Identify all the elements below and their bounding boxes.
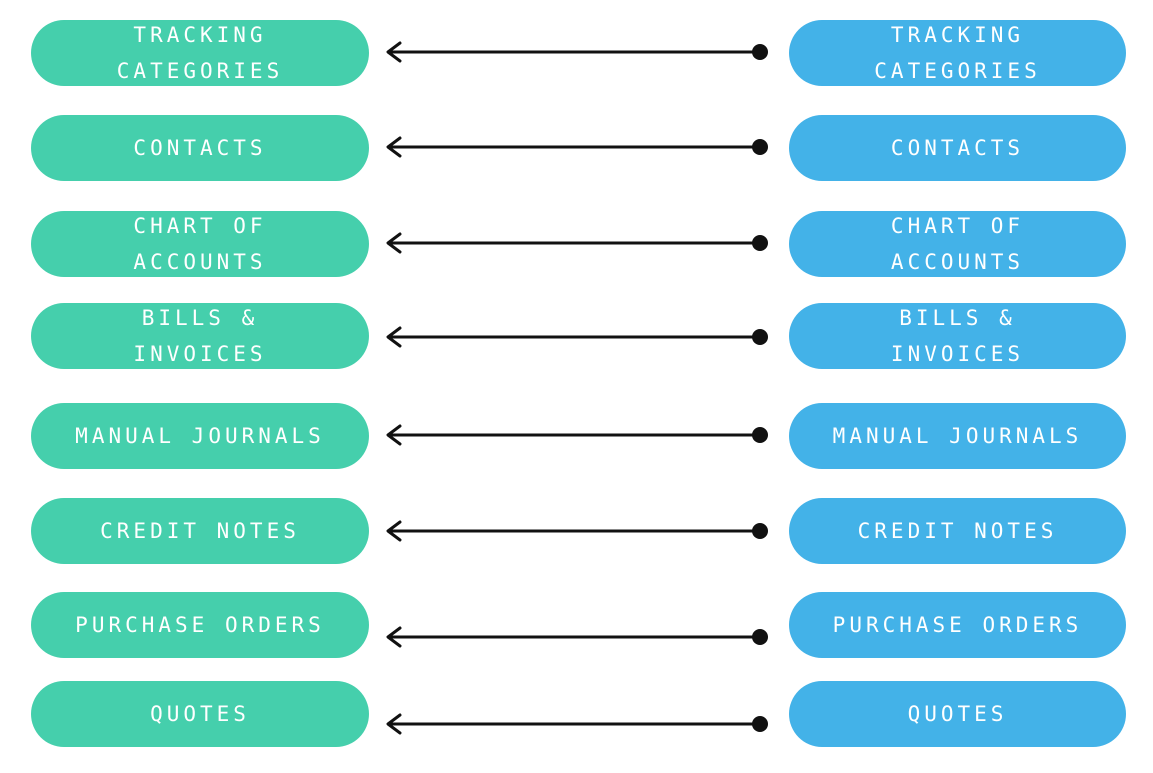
left-pill-chart-of-accounts: CHART OF ACCOUNTS — [31, 211, 369, 277]
arrow-line — [386, 326, 768, 348]
connector-arrow-chart-of-accounts — [384, 232, 770, 254]
connector-arrow-contacts — [384, 136, 770, 158]
arrow-line — [386, 41, 768, 63]
right-pill-purchase-orders: PURCHASE ORDERS — [789, 592, 1126, 658]
left-pill-manual-journals: MANUAL JOURNALS — [31, 403, 369, 469]
left-pill-tracking-categories: TRACKING CATEGORIES — [31, 20, 369, 86]
left-pill-purchase-orders: PURCHASE ORDERS — [31, 592, 369, 658]
connector-arrow-purchase-orders — [384, 626, 770, 648]
right-pill-bills-invoices: BILLS & INVOICES — [789, 303, 1126, 369]
connector-arrow-quotes — [384, 713, 770, 735]
right-pill-contacts: CONTACTS — [789, 115, 1126, 181]
arrow-line — [386, 424, 768, 446]
right-pill-quotes: QUOTES — [789, 681, 1126, 747]
left-pill-contacts: CONTACTS — [31, 115, 369, 181]
right-pill-credit-notes: CREDIT NOTES — [789, 498, 1126, 564]
left-pill-quotes: QUOTES — [31, 681, 369, 747]
arrow-line — [386, 136, 768, 158]
right-pill-manual-journals: MANUAL JOURNALS — [789, 403, 1126, 469]
right-pill-chart-of-accounts: CHART OF ACCOUNTS — [789, 211, 1126, 277]
arrow-line — [386, 713, 768, 735]
connector-arrow-bills-invoices — [384, 326, 770, 348]
arrow-line — [386, 626, 768, 648]
connector-arrow-credit-notes — [384, 520, 770, 542]
arrow-line — [386, 232, 768, 254]
connector-arrow-tracking-categories — [384, 41, 770, 63]
arrow-line — [386, 520, 768, 542]
left-pill-credit-notes: CREDIT NOTES — [31, 498, 369, 564]
connector-arrow-manual-journals — [384, 424, 770, 446]
left-pill-bills-invoices: BILLS & INVOICES — [31, 303, 369, 369]
right-pill-tracking-categories: TRACKING CATEGORIES — [789, 20, 1126, 86]
